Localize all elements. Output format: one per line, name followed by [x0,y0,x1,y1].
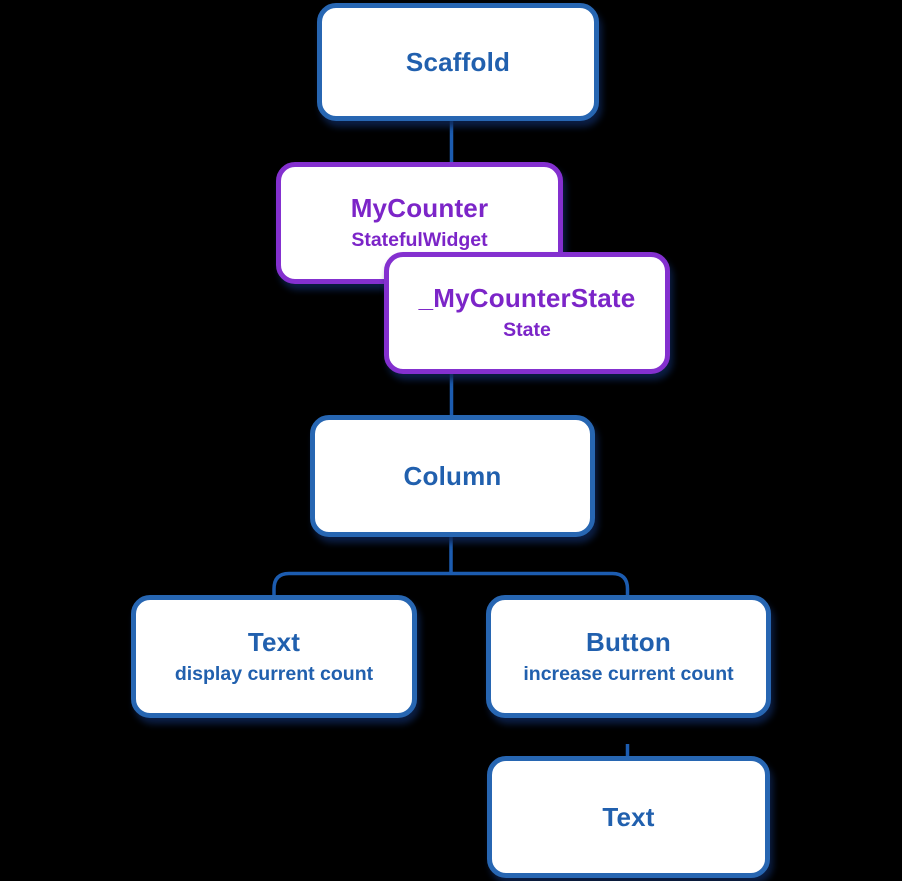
node-title: Button [586,626,671,657]
node-mycounterstate: _MyCounterState State [384,252,670,374]
node-text-display: Text display current count [131,595,417,718]
node-scaffold: Scaffold [317,3,599,121]
node-subtitle: StatefulWidget [351,229,488,252]
connector-branch-rail [272,571,630,596]
node-title: Scaffold [405,46,511,77]
node-column: Column [310,415,595,537]
node-subtitle: display current count [174,662,374,685]
node-title: Text [602,801,655,832]
node-subtitle: State [503,319,551,342]
node-title: Text [247,626,301,657]
node-title: Column [403,460,502,491]
node-subtitle: increase current count [523,662,734,685]
node-text-child: Text [487,756,770,878]
node-button: Button increase current count [486,595,771,718]
node-title: MyCounter [350,193,489,224]
node-title: _MyCounterState [418,283,636,314]
node-mycounter: MyCounter StatefulWidget [276,162,563,284]
